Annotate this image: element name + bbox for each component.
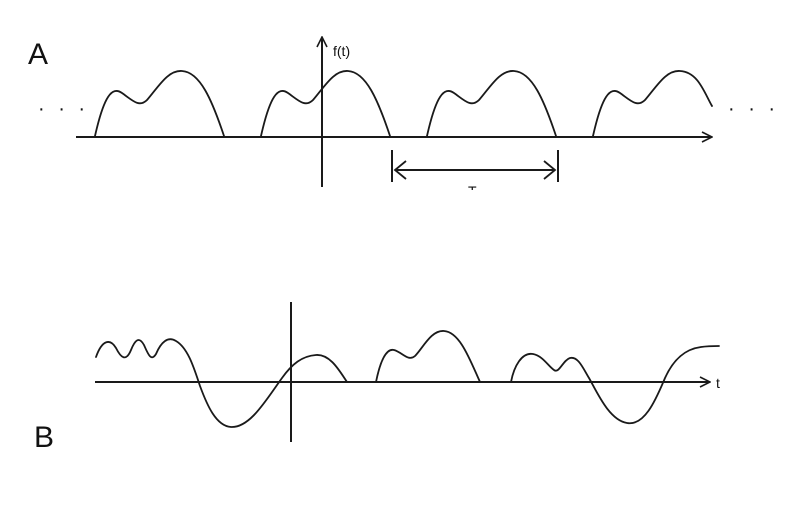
panel-b-label: B — [34, 421, 54, 454]
panel-b: B t — [34, 302, 720, 454]
panel-b-wave-2 — [375, 330, 481, 383]
panel-a-pulse-3 — [426, 70, 557, 137]
panel-b-wave-3 — [510, 345, 720, 424]
panel-a-period-marker — [391, 150, 559, 182]
panel-a-ellipsis-left: · · · — [38, 98, 89, 120]
panel-a-ellipsis-right: · · · — [728, 98, 779, 120]
panel-a-pulse-2 — [260, 70, 391, 137]
panel-a-pulse-1 — [94, 70, 225, 137]
panel-a-axis-label: f(t) — [333, 43, 350, 59]
panel-b-wave-1 — [95, 338, 348, 428]
panel-a: A f(t) · · · · · · T — [28, 37, 779, 199]
panel-a-pulse-4 — [592, 70, 713, 137]
panel-b-axis-label: t — [716, 375, 720, 391]
panel-a-period-label: T — [468, 183, 477, 199]
panel-a-label: A — [28, 38, 48, 71]
